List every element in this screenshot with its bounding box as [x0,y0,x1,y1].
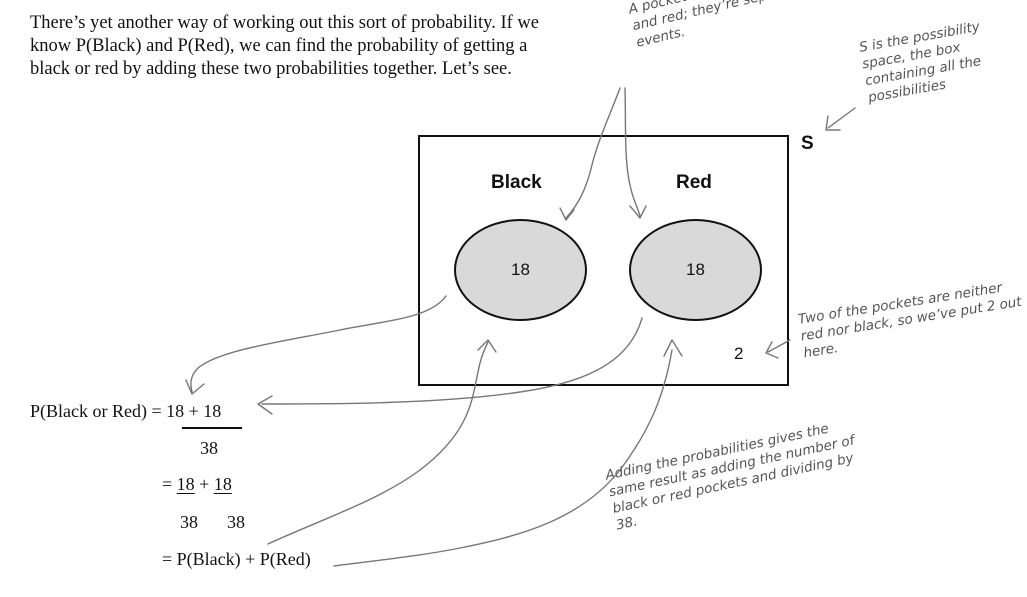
red-denominator: 38 [227,512,245,532]
possibility-space-label: S [801,133,814,154]
arrow-black-to-equation-head [185,379,205,395]
red-count: 18 [686,260,705,279]
equation-denominator: 38 [200,438,218,458]
arrow-sum-to-red-head [663,339,683,357]
possibility-space-box [418,135,789,386]
equation-line-3: = P(Black) + P(Red) [162,549,311,569]
equation-line-2: = 18 + 18 [162,473,232,495]
black-circle: 18 [454,219,587,321]
arrow-red-to-equation [261,317,643,405]
red-numerator: 18 [213,474,232,494]
arrow-sum-to-red [333,349,673,567]
equation-line-1: P(Black or Red) = 18 + 18 [30,400,221,422]
arrow-red-to-equation-head [257,395,273,415]
red-circle: 18 [629,219,762,321]
black-numerator: 18 [176,474,195,494]
arrow-to-neither-count-head [765,341,779,359]
arrow-to-s-label-head [825,115,841,131]
arrow-to-black-circle-head [559,207,575,221]
arrow-to-red-circle-head [629,205,647,219]
neither-count: 2 [734,344,744,363]
equals-sign: = [162,474,177,494]
arrow-sum-to-black [267,341,489,545]
arrow-to-neither-count [767,339,791,353]
black-set-label: Black [491,172,542,193]
equation-numerator-sum: 18 + 18 [166,401,222,421]
arrow-to-red-circle [624,87,641,217]
fraction-bar [182,427,242,429]
arrow-to-s-label [827,107,856,129]
black-denominator: 38 [180,512,198,532]
arrow-black-to-equation [190,295,447,393]
red-set-label: Red [676,172,712,193]
black-count: 18 [511,260,530,279]
arrow-sum-to-black-head [477,339,497,353]
plus-sign: + [194,474,214,494]
equation-lhs: P(Black or Red) = [30,401,167,421]
intro-paragraph: There’s yet another way of working out t… [30,13,539,79]
arrow-to-black-circle [565,87,621,219]
